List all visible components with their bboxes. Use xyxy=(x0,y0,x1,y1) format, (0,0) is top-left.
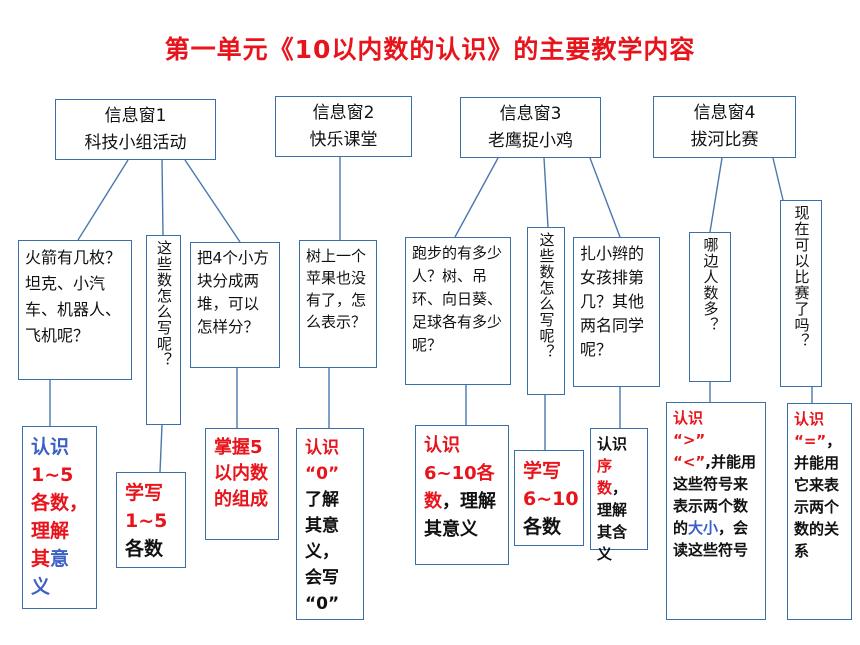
question-text: 现在可以比赛了吗？ xyxy=(792,205,811,349)
window-name: 信息窗2 xyxy=(312,103,375,123)
window-topic: 快乐课堂 xyxy=(309,130,378,150)
answer-box-4: 认识 “0” 了解其意义，会写 “0” xyxy=(296,428,364,620)
question-box-2: 这些数怎么写呢？ xyxy=(146,235,181,425)
answer-box-3: 掌握5以内数的组成 xyxy=(205,428,279,540)
window-topic: 拔河比赛 xyxy=(690,130,759,150)
info-window-4: 信息窗4 拔河比赛 xyxy=(653,96,796,158)
question-text: 这些数怎么写呢？ xyxy=(155,240,173,368)
question-text: 哪边人数多？ xyxy=(701,237,720,333)
window-name: 信息窗1 xyxy=(104,106,167,126)
info-window-3: 信息窗3 老鹰捉小鸡 xyxy=(460,97,601,158)
question-text: 这些数怎么写呢？ xyxy=(537,232,556,360)
question-box-9: 现在可以比赛了吗？ xyxy=(780,200,822,387)
window-name: 信息窗3 xyxy=(499,104,562,124)
answer-box-6: 学写 6~10 各数 xyxy=(514,450,584,546)
answer-box-8: 认识 “>” “<”,并能用这些符号来表示两个数的大小，会读这些符号 xyxy=(666,402,766,620)
window-topic: 科技小组活动 xyxy=(84,133,187,153)
question-box-5: 跑步的有多少人？树、吊环、向日葵、足球各有多少呢？ xyxy=(405,237,511,385)
answer-box-2: 学写 1~5 各数 xyxy=(116,472,186,568)
question-box-6: 这些数怎么写呢？ xyxy=(527,227,565,395)
info-window-1: 信息窗1 科技小组活动 xyxy=(55,99,216,160)
question-box-3: 把4个小方块分成两堆，可以怎样分？ xyxy=(190,242,280,368)
info-window-2: 信息窗2 快乐课堂 xyxy=(275,96,412,157)
question-box-7: 扎小辫的女孩排第几？其他两名同学呢？ xyxy=(573,237,660,387)
answer-box-9: 认识 “=”，并能用它来表示两个数的关系 xyxy=(787,403,852,620)
question-box-4: 树上一个苹果也没有了，怎么表示？ xyxy=(299,240,377,368)
window-name: 信息窗4 xyxy=(693,103,756,123)
window-topic: 老鹰捉小鸡 xyxy=(488,131,573,151)
answer-box-5: 认识 6~10各数，理解其意义 xyxy=(415,425,509,565)
answer-box-7: 认识 序数，理解其含义 xyxy=(590,428,648,563)
question-box-1: 火箭有几枚？坦克、小汽车、机器人、飞机呢？ xyxy=(18,240,132,380)
answer-box-1: 认识 1~5 各数， 理解 其意 义 xyxy=(22,426,97,609)
page-title: 第一单元《10以内数的认识》的主要教学内容 xyxy=(164,35,696,64)
question-box-8: 哪边人数多？ xyxy=(689,232,731,382)
